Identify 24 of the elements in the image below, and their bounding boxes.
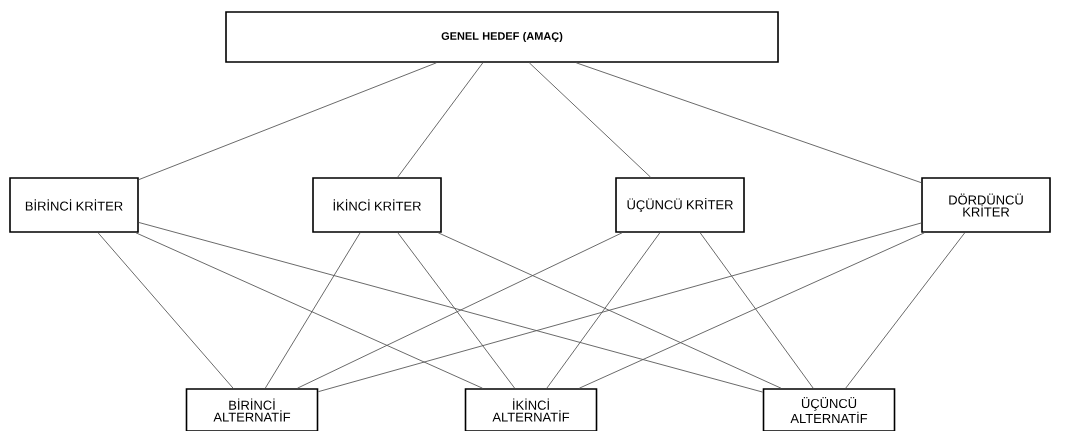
connector-line bbox=[528, 62, 652, 178]
alternative-box: BİRİNCİ ALTERNATİF bbox=[185, 388, 319, 431]
criterion-box: DÖRDÜNCÜ KRİTER bbox=[921, 177, 1051, 233]
connector-line bbox=[845, 232, 966, 389]
connector-line bbox=[397, 232, 516, 389]
connector-line bbox=[135, 232, 483, 389]
connector-line bbox=[699, 232, 814, 389]
connector-line bbox=[297, 232, 623, 389]
alternative-box: İKİNCİ ALTERNATİF bbox=[464, 388, 598, 431]
connector-line bbox=[138, 62, 437, 181]
connector-line bbox=[437, 232, 782, 389]
connector-line bbox=[97, 232, 234, 389]
criterion-box: ÜÇÜNCÜ KRİTER bbox=[615, 177, 745, 233]
connector-line bbox=[546, 232, 661, 389]
connector-line bbox=[578, 232, 925, 389]
connector-line bbox=[575, 62, 922, 184]
connector-line bbox=[397, 62, 484, 178]
criterion-box: İKİNCİ KRİTER bbox=[312, 177, 442, 233]
connector-line bbox=[317, 222, 922, 393]
connector-line bbox=[138, 222, 764, 393]
alternative-box: ÜÇÜNCÜ ALTERNATİF bbox=[762, 388, 896, 431]
goal-box: GENEL HEDEF (AMAÇ) bbox=[225, 11, 779, 63]
criterion-box: BİRİNCİ KRİTER bbox=[9, 177, 139, 233]
connector-line bbox=[264, 232, 361, 389]
